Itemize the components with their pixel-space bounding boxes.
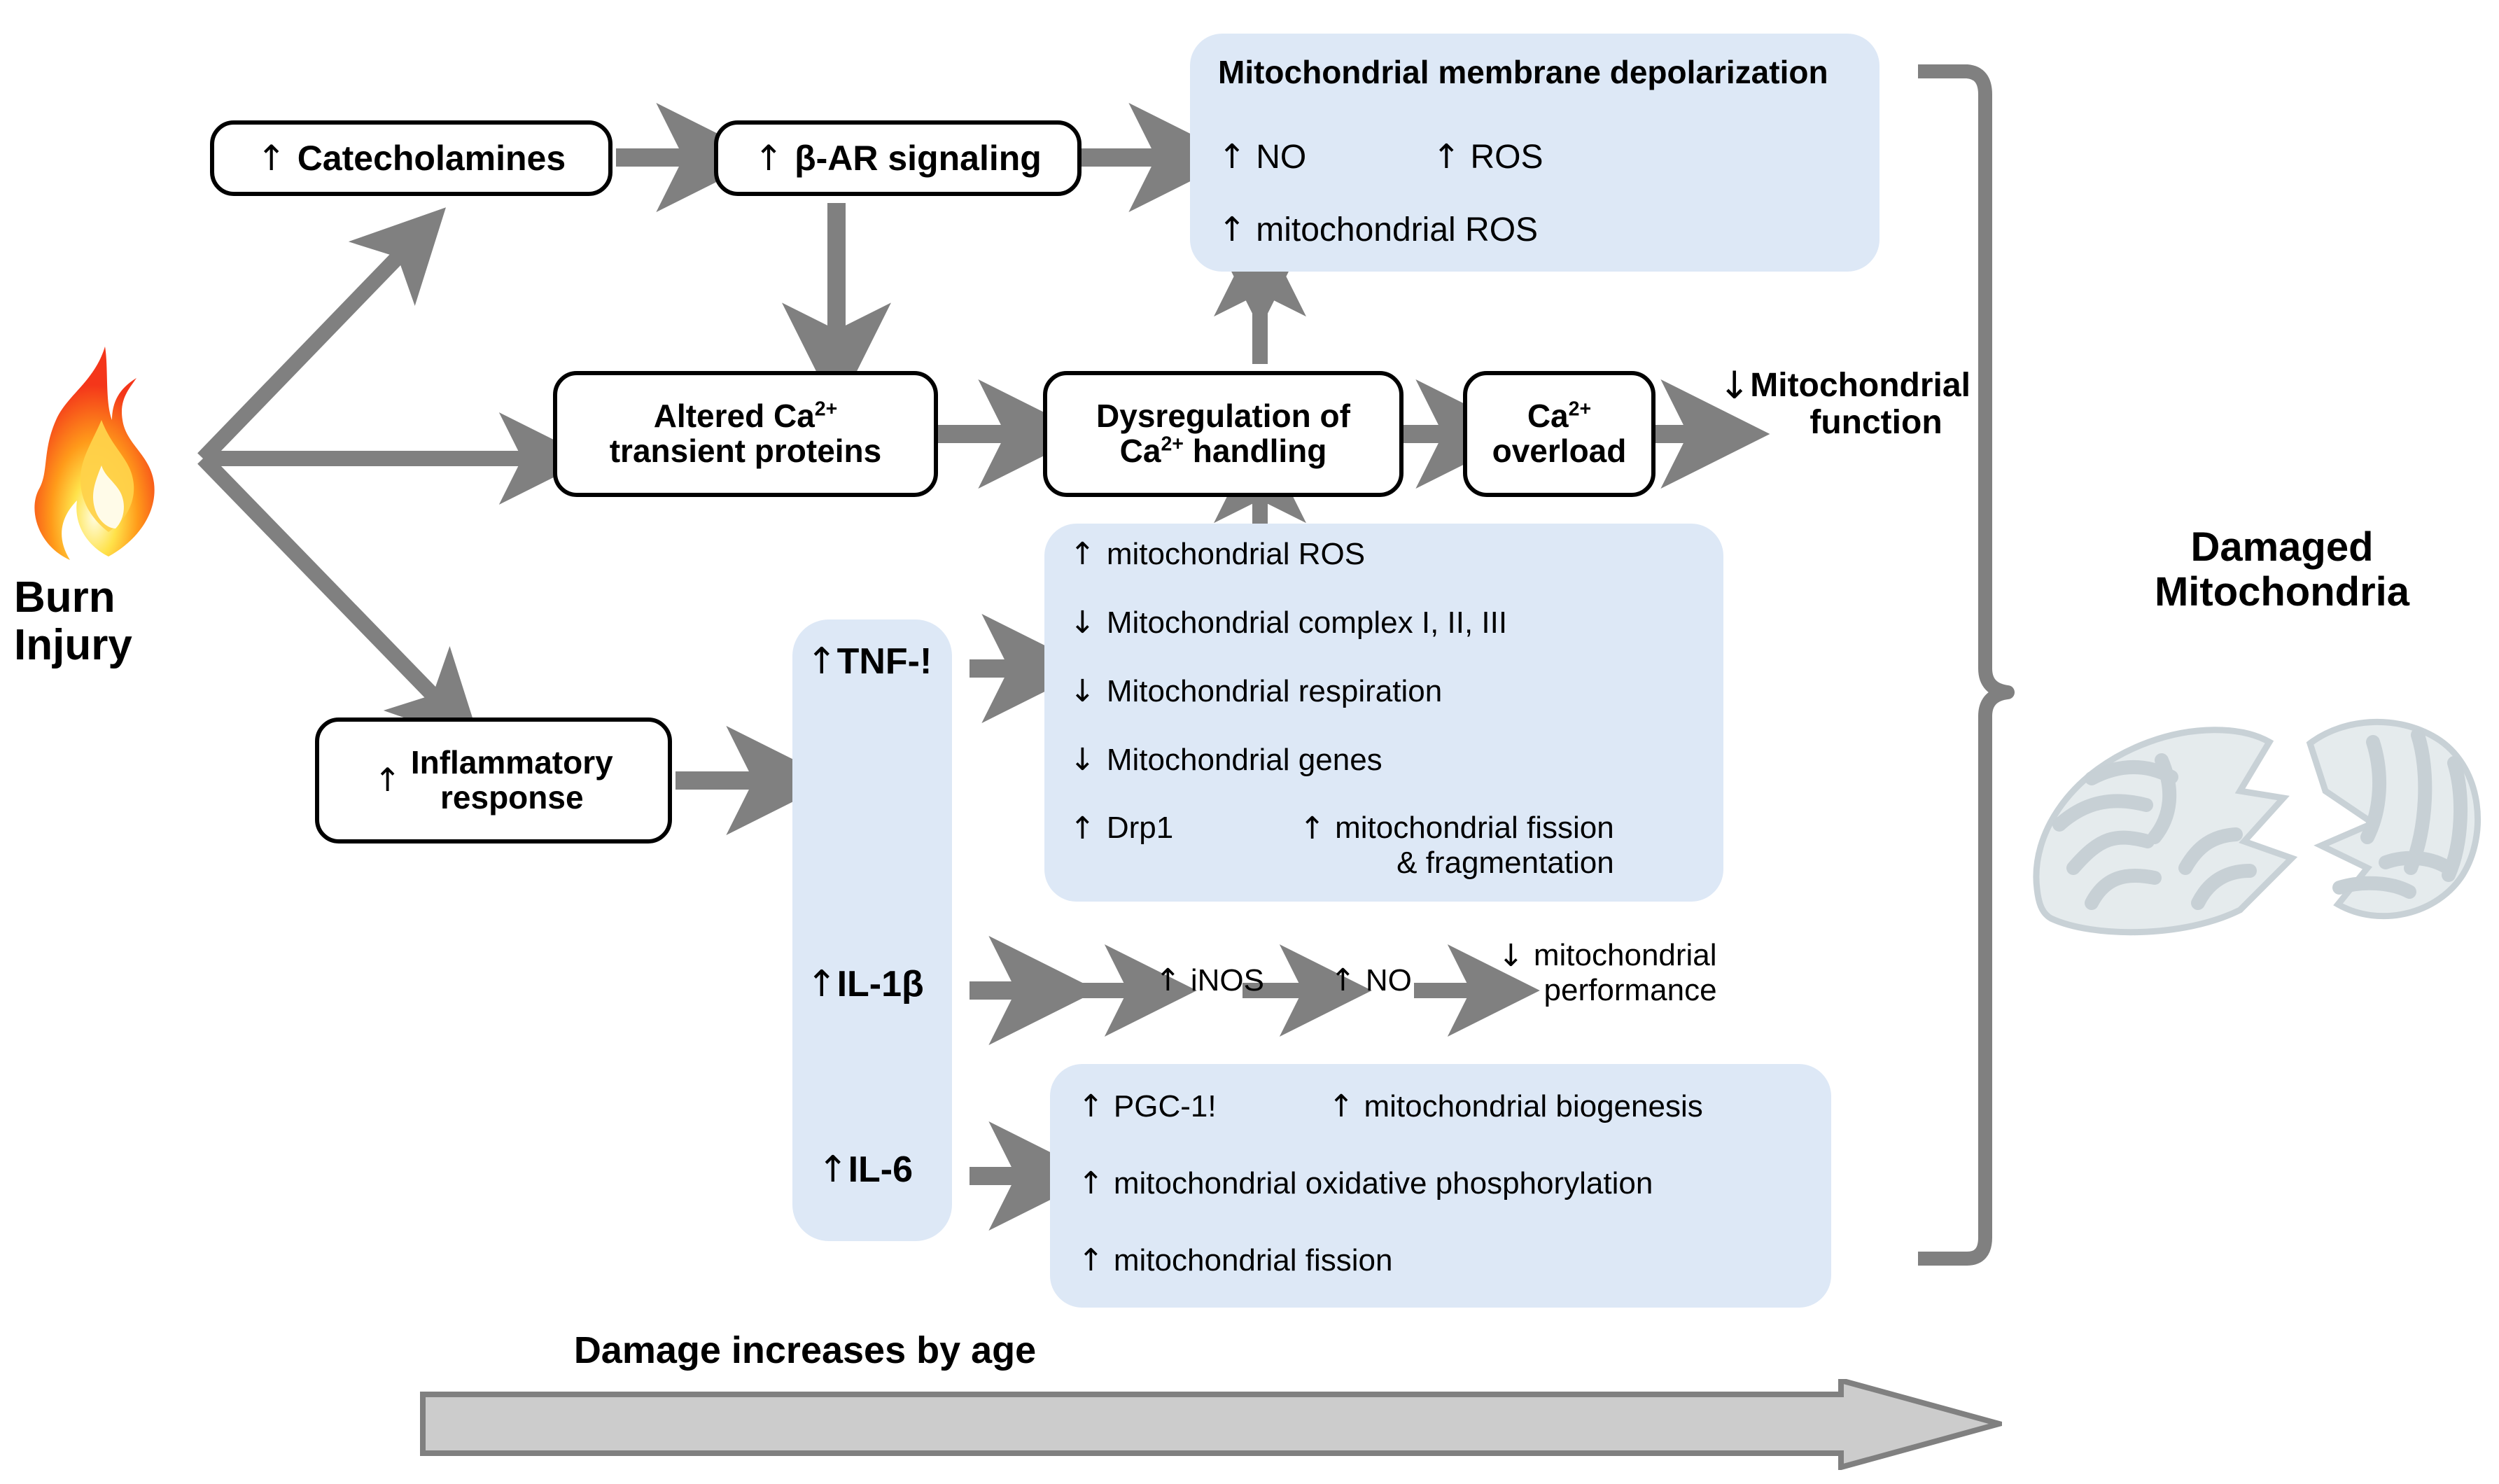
panel-il6-effects — [1050, 1064, 1831, 1308]
cytokine-tnf-alpha[interactable]: ↑ TNF-! — [806, 640, 932, 682]
il1b-inos-label: iNOS — [1190, 962, 1264, 997]
cytokine-il-6-label: IL-6 — [848, 1149, 913, 1190]
tnf-row-5: ↑ Drp1 ↑ mitochondrial fission & fragmen… — [1070, 811, 1614, 881]
tnf-row-3: ↓ Mitochondrial respiration — [1070, 673, 1442, 709]
outcome-line2: Mitochondria — [2154, 568, 2410, 615]
tnf-row-3-label: Mitochondrial respiration — [1106, 673, 1443, 708]
up-arrow-icon: ↑ — [1218, 137, 1247, 176]
il1b-no: ↑ NO — [1330, 962, 1412, 998]
depolarization-no-label: NO — [1256, 138, 1307, 176]
depolarization-title: Mitochondrial membrane depolarization — [1218, 54, 1828, 90]
tnf-row-2-label: Mitochondrial complex I, II, III — [1106, 605, 1508, 640]
ca-overload-line1: Ca2+ — [1527, 398, 1592, 435]
node-inflammatory-response[interactable]: ↑ Inflammatory response — [315, 718, 672, 844]
mitochondrial-function-label: ↓ Mitochondrial function — [1718, 363, 2019, 442]
tnf-row-1: ↑ mitochondrial ROS — [1070, 536, 1365, 572]
broken-mitochondria-icon — [2009, 658, 2499, 959]
node-dysregulation-ca-handling[interactable]: Dysregulation of Ca2+ handling — [1043, 371, 1404, 497]
il6-row-1: ↑ PGC-1! ↑ mitochondrial biogenesis — [1078, 1088, 1703, 1124]
il6-fission-label: mitochondrial fission — [1113, 1242, 1393, 1278]
up-arrow-icon: ↑ — [1070, 811, 1096, 846]
node-bar-signaling[interactable]: ↑ β-AR signaling — [714, 120, 1082, 196]
inflammatory-line2: response — [440, 779, 584, 816]
up-arrow-icon: ↑ — [818, 1149, 848, 1191]
burn-injury-line1: Burn — [14, 573, 115, 622]
il6-oxphos-label: mitochondrial oxidative phosphorylation — [1113, 1166, 1653, 1200]
mito-function-line2: function — [1809, 403, 1942, 441]
burn-injury-label: Burn Injury — [14, 573, 196, 670]
down-arrow-icon: ↓ — [1070, 742, 1096, 778]
timeline-label: Damage increases by age — [573, 1329, 1037, 1371]
node-bar-signaling-label: β-AR signaling — [794, 139, 1042, 178]
ca-overload-line2: overload — [1492, 433, 1627, 469]
damaged-mitochondria-label: Damaged Mitochondria — [2072, 525, 2492, 615]
burn-injury-line2: Injury — [14, 621, 132, 670]
il1b-inos: ↑ iNOS — [1155, 962, 1264, 998]
panel-cytokine-column — [792, 620, 952, 1241]
altered-ca-line2: transient proteins — [609, 433, 882, 469]
depolarization-row-mito-ros: ↑ mitochondrial ROS — [1218, 210, 1538, 249]
il1b-performance-line2: performance — [1544, 973, 1717, 1007]
up-arrow-icon: ↑ — [1299, 811, 1326, 846]
up-arrow-icon: ↑ — [806, 963, 837, 1005]
cytokine-il-6[interactable]: ↑ IL-6 — [818, 1149, 913, 1191]
dysregulation-line2: Ca2+ handling — [1119, 433, 1327, 469]
up-arrow-icon: ↑ — [374, 761, 401, 799]
down-arrow-icon: ↓ — [1070, 605, 1096, 640]
il1b-performance-line1: mitochondrial — [1533, 938, 1717, 972]
up-arrow-icon: ↑ — [1328, 1088, 1354, 1124]
outcome-line1: Damaged — [2190, 524, 2374, 570]
up-arrow-icon: ↑ — [1432, 137, 1461, 176]
up-arrow-icon: ↑ — [1078, 1242, 1104, 1278]
inflammatory-line1: Inflammatory — [410, 744, 613, 781]
cytokine-il-1-beta-label: IL-1β — [836, 964, 924, 1004]
panel-membrane-depolarization — [1190, 34, 1879, 272]
tnf-drp1-label: Drp1 — [1106, 811, 1174, 845]
dysregulation-line1: Dysregulation of — [1096, 398, 1350, 435]
tnf-fragmentation-label: & fragmentation — [1396, 846, 1614, 880]
altered-ca-line1: Altered Ca2+ — [653, 398, 838, 435]
mito-function-line1: Mitochondrial — [1750, 367, 1970, 404]
up-arrow-icon: ↑ — [256, 138, 286, 178]
up-arrow-icon: ↑ — [1330, 962, 1356, 998]
tnf-fission-label: mitochondrial fission — [1335, 811, 1614, 845]
panel-tnf-effects — [1044, 524, 1723, 902]
il1b-no-label: NO — [1365, 962, 1412, 997]
flame-icon — [14, 343, 189, 567]
node-catecholamines[interactable]: ↑ Catecholamines — [210, 120, 612, 196]
tnf-row-4: ↓ Mitochondrial genes — [1070, 742, 1382, 778]
down-arrow-icon: ↓ — [1498, 938, 1524, 974]
il6-row-3: ↑ mitochondrial fission — [1078, 1242, 1393, 1278]
tnf-row-2: ↓ Mitochondrial complex I, II, III — [1070, 605, 1507, 640]
cytokine-tnf-alpha-label: TNF-! — [836, 641, 932, 682]
depolarization-mito-ros-label: mitochondrial ROS — [1256, 211, 1539, 248]
il6-pgc1-label: PGC-1! — [1113, 1088, 1217, 1124]
up-arrow-icon: ↑ — [1078, 1166, 1104, 1201]
up-arrow-icon: ↑ — [1078, 1088, 1104, 1124]
depolarization-ros-label: ROS — [1470, 138, 1544, 176]
node-catecholamines-label: Catecholamines — [297, 139, 566, 178]
il1b-performance: ↓ mitochondrial performance — [1498, 938, 1717, 1008]
down-arrow-icon: ↓ — [1070, 673, 1096, 709]
up-arrow-icon: ↑ — [806, 640, 837, 682]
cytokine-il-1-beta[interactable]: ↑ IL-1β — [806, 963, 924, 1005]
tnf-row-1-label: mitochondrial ROS — [1106, 536, 1366, 571]
up-arrow-icon: ↑ — [1218, 210, 1247, 249]
up-arrow-icon: ↑ — [1155, 962, 1181, 998]
up-arrow-icon: ↑ — [1070, 536, 1096, 572]
il6-row-2: ↑ mitochondrial oxidative phosphorylatio… — [1078, 1166, 1653, 1201]
up-arrow-icon: ↑ — [754, 138, 784, 178]
down-arrow-icon: ↓ — [1718, 363, 1751, 407]
depolarization-row-no-ros: ↑ NO ↑ ROS — [1218, 137, 1543, 176]
node-altered-ca-transient-proteins[interactable]: Altered Ca2+ transient proteins — [553, 371, 938, 497]
tnf-row-4-label: Mitochondrial genes — [1106, 742, 1382, 777]
node-ca-overload[interactable]: Ca2+ overload — [1463, 371, 1656, 497]
timeline-arrow-icon — [420, 1376, 2010, 1471]
il6-biogenesis-label: mitochondrial biogenesis — [1364, 1088, 1703, 1124]
